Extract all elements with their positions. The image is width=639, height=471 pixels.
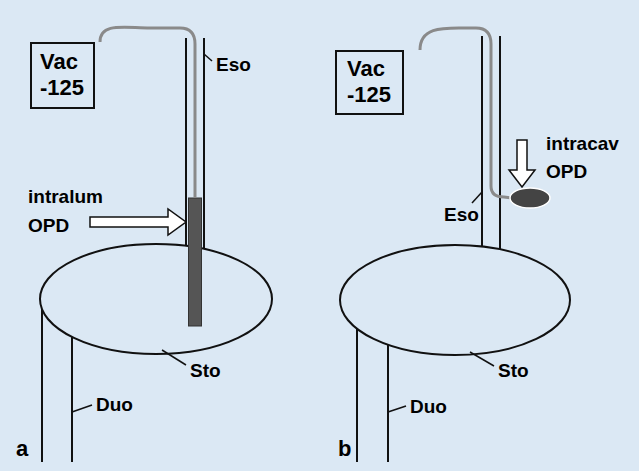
device-label: intralum OPD (28, 182, 103, 241)
leader-line (204, 54, 212, 61)
intracavitary-sponge (510, 188, 550, 208)
leader-line (162, 350, 186, 365)
duodenum-wall (356, 329, 358, 462)
panel-letter: b (338, 436, 351, 462)
anatomy-label: Eso (444, 204, 479, 227)
leader-line (388, 406, 406, 412)
stomach-outline (340, 245, 570, 355)
anatomy-label: Sto (498, 360, 529, 383)
box-text: Vac -125 (347, 56, 391, 109)
block-arrow (509, 140, 535, 187)
stomach-outline (40, 244, 272, 354)
anatomy-label: Duo (410, 396, 447, 419)
duodenum-wall (387, 345, 389, 462)
vacuum-pump-box: Vac -125 (335, 50, 404, 115)
esophagus-wall (203, 38, 205, 249)
esophagus-wall (499, 36, 501, 249)
anatomy-label: Eso (216, 54, 251, 77)
sponge-drain (189, 198, 202, 326)
drain-tube (100, 27, 195, 198)
duodenum-wall (71, 337, 73, 462)
vacuum-pump-box: Vac -125 (30, 42, 95, 109)
esophagus-wall (481, 36, 483, 247)
anatomy-label: Duo (96, 394, 133, 417)
panel-letter: a (16, 436, 28, 462)
esophagus-wall (185, 38, 187, 246)
leader-line (72, 405, 92, 412)
leader-line (470, 352, 494, 366)
box-text: Vac -125 (40, 49, 84, 102)
anatomy-label: Sto (190, 360, 221, 383)
leader-line (472, 192, 482, 203)
device-label: intracav OPD (546, 130, 619, 185)
drain-tube (420, 28, 511, 198)
block-arrow (90, 209, 186, 235)
duodenum-wall (41, 309, 43, 462)
